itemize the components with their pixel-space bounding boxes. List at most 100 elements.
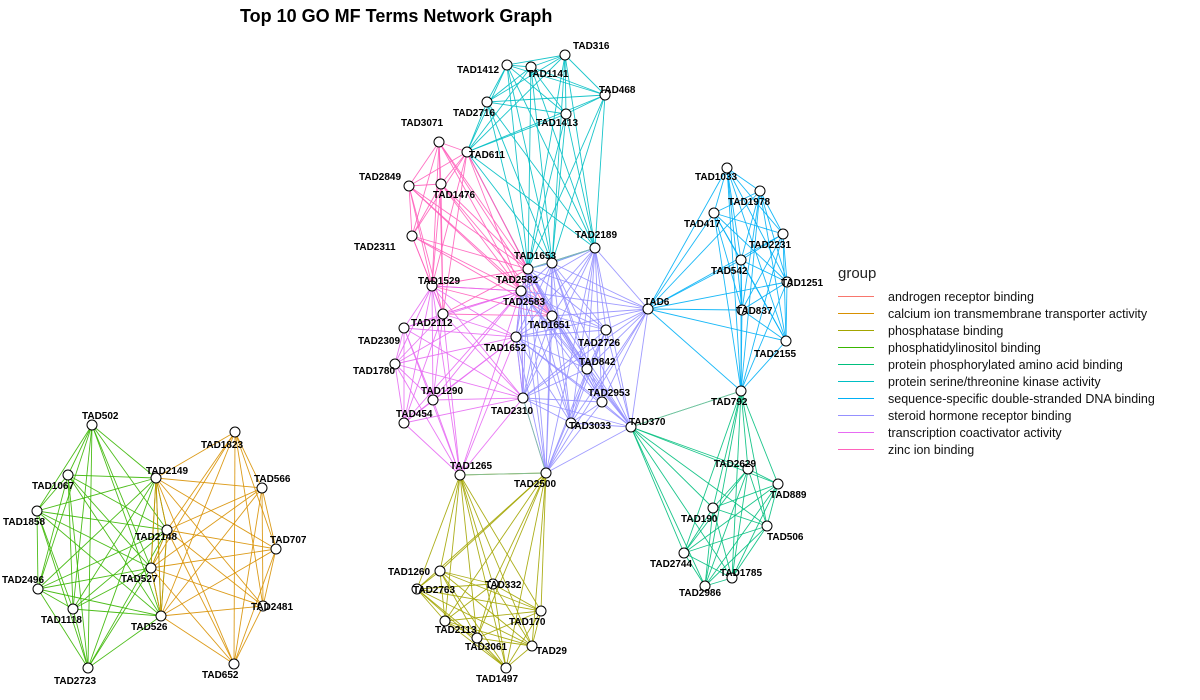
node-label: TAD370 <box>629 417 666 428</box>
legend-item: protein phosphorylated amino acid bindin… <box>838 356 1155 373</box>
edge <box>726 167 761 192</box>
edge <box>731 525 768 579</box>
node-label: TAD1497 <box>476 674 518 685</box>
edge <box>530 54 566 68</box>
edge <box>713 212 743 311</box>
node-tad1141 <box>525 61 537 73</box>
edge <box>522 262 553 399</box>
edge <box>394 363 405 424</box>
edge <box>466 66 532 153</box>
edge <box>515 336 524 399</box>
node-label: TAD2500 <box>514 479 556 490</box>
edge <box>594 247 649 310</box>
edge <box>67 474 89 669</box>
node-label: TAD2723 <box>54 676 96 687</box>
node-label: TAD1652 <box>484 343 526 354</box>
edge <box>740 309 743 392</box>
edge <box>87 529 168 669</box>
legend-item: transcription coactivator activity <box>838 424 1155 441</box>
edge <box>740 259 787 342</box>
edge <box>432 397 524 401</box>
edge <box>431 268 529 287</box>
edge <box>741 309 787 342</box>
edge <box>439 474 461 572</box>
edge <box>551 262 607 331</box>
node-label: TAD2155 <box>754 349 796 360</box>
node-label: TAD2231 <box>749 240 791 251</box>
edge <box>150 529 168 569</box>
edge <box>540 472 547 612</box>
node-tad454 <box>398 417 410 429</box>
node-label: TAD1067 <box>32 481 74 492</box>
edge <box>527 268 632 428</box>
node-label: TAD1476 <box>433 190 475 201</box>
edge <box>234 431 263 489</box>
edge <box>150 477 157 569</box>
node-label: TAD792 <box>711 397 748 408</box>
edge <box>36 424 93 512</box>
node-label: TAD316 <box>573 41 610 52</box>
legend-item: zinc ion binding <box>838 441 1155 458</box>
node-tad468 <box>599 89 611 101</box>
edge <box>444 620 507 669</box>
node-tad1251 <box>781 276 793 288</box>
node-tad29 <box>526 640 538 652</box>
node-label: TAD2583 <box>503 297 545 308</box>
edge <box>759 190 788 283</box>
node-tad1413 <box>560 108 572 120</box>
edge <box>704 507 714 587</box>
edge <box>160 548 277 617</box>
edge <box>234 431 264 607</box>
node-tad842 <box>581 363 593 375</box>
edge <box>155 477 277 550</box>
node-label: TAD2311 <box>354 242 396 253</box>
edge <box>466 64 508 153</box>
node-tad2629 <box>742 463 754 475</box>
node-tad2148 <box>161 524 173 536</box>
edge <box>605 308 649 331</box>
node-tad2716 <box>481 96 493 108</box>
edge <box>444 583 494 622</box>
edge <box>740 281 788 392</box>
edge <box>522 397 572 424</box>
node-label: TAD2849 <box>359 172 401 183</box>
node-label: TAD2149 <box>146 466 188 477</box>
edge <box>630 308 649 428</box>
node-tad2582 <box>522 263 534 275</box>
edge <box>37 477 157 590</box>
node-tad1780 <box>389 358 401 370</box>
edge <box>403 285 433 424</box>
edge <box>37 567 152 590</box>
edge <box>545 401 603 474</box>
edge <box>439 570 494 585</box>
node-tad527 <box>145 562 157 574</box>
node-label: TAD2582 <box>496 275 538 286</box>
edge <box>394 327 405 365</box>
edge <box>408 185 433 287</box>
legend-label: sequence-specific double-stranded DNA bi… <box>888 391 1155 406</box>
edge <box>233 605 264 665</box>
node-label: TAD707 <box>270 535 307 546</box>
edge <box>432 399 461 476</box>
edge <box>438 141 522 292</box>
edge <box>394 363 434 401</box>
edge <box>712 507 768 527</box>
edge <box>486 101 553 264</box>
edge <box>150 567 235 665</box>
edge <box>531 610 542 647</box>
edge <box>594 247 603 403</box>
edge <box>594 94 606 249</box>
node-tad2481 <box>257 600 269 612</box>
node-label: TAD652 <box>202 670 239 681</box>
edge <box>731 483 779 579</box>
edge <box>726 167 784 235</box>
edge <box>741 281 788 311</box>
legend-swatch <box>838 313 874 314</box>
node-label: TAD1978 <box>728 197 770 208</box>
node-label: TAD1033 <box>695 172 737 183</box>
edge <box>713 212 784 235</box>
edge <box>704 483 779 587</box>
legend-item: phosphatase binding <box>838 322 1155 339</box>
edge <box>442 313 553 317</box>
edge <box>459 474 542 612</box>
